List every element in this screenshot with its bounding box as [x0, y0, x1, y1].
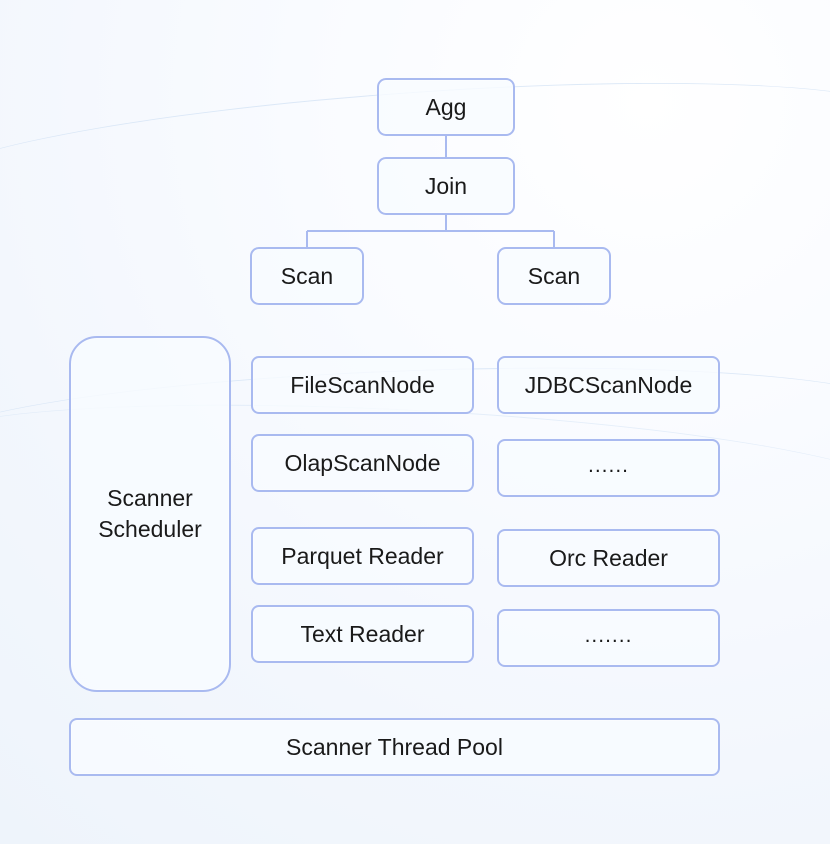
- scan-node-right: Scan: [497, 247, 611, 305]
- scanner-scheduler: Scanner Scheduler: [69, 336, 231, 692]
- scanner-scheduler-line1: Scanner: [107, 485, 193, 511]
- scanner-scheduler-line2: Scheduler: [98, 516, 202, 542]
- scanner-thread-pool-label: Scanner Thread Pool: [286, 733, 503, 760]
- join-node: Join: [377, 157, 515, 215]
- additional-scan-nodes-label: ......: [587, 453, 629, 477]
- text-reader-label: Text Reader: [300, 620, 425, 647]
- additional-readers-label: .......: [584, 623, 633, 647]
- olap-scan-node: OlapScanNode: [251, 434, 474, 492]
- jdbc-scan-node-label: JDBCScanNode: [524, 371, 693, 398]
- additional-readers: .......: [497, 609, 720, 667]
- orc-reader: Orc Reader: [497, 529, 720, 587]
- agg-node: Agg: [377, 78, 515, 136]
- scan-node-left-label: Scan: [280, 262, 334, 289]
- text-reader: Text Reader: [251, 605, 474, 663]
- parquet-reader: Parquet Reader: [251, 527, 474, 585]
- scanner-thread-pool: Scanner Thread Pool: [69, 718, 720, 776]
- scan-node-left: Scan: [250, 247, 364, 305]
- file-scan-node-label: FileScanNode: [290, 371, 435, 398]
- join-node-label: Join: [424, 172, 468, 199]
- olap-scan-node-label: OlapScanNode: [284, 449, 441, 476]
- agg-node-label: Agg: [425, 93, 467, 120]
- jdbc-scan-node: JDBCScanNode: [497, 356, 720, 414]
- additional-scan-nodes: ......: [497, 439, 720, 497]
- parquet-reader-label: Parquet Reader: [281, 542, 444, 569]
- scan-node-right-label: Scan: [527, 262, 581, 289]
- orc-reader-label: Orc Reader: [549, 544, 668, 571]
- file-scan-node: FileScanNode: [251, 356, 474, 414]
